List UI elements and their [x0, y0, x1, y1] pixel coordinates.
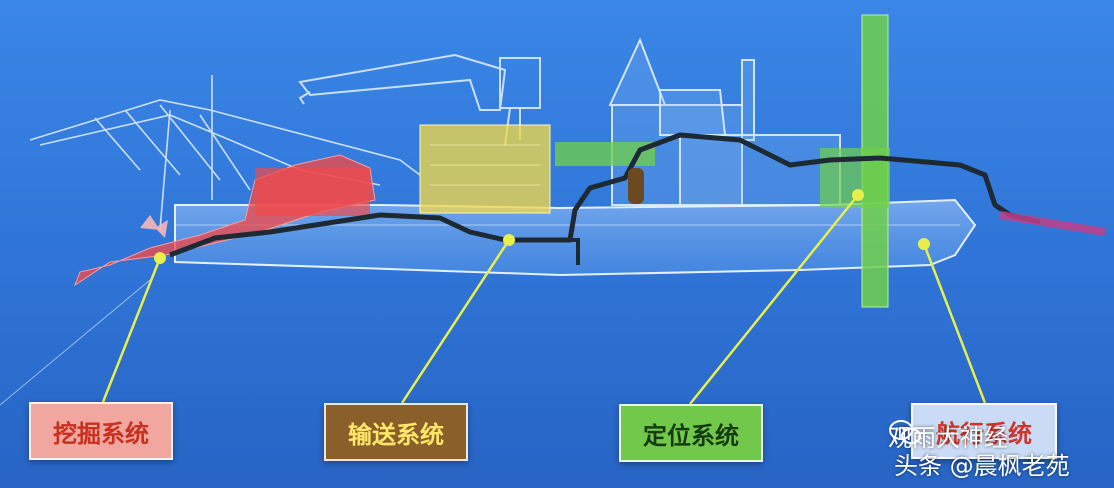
pipe-branch — [555, 238, 580, 265]
callout-lines — [101, 194, 987, 405]
ship-hull — [174, 198, 977, 277]
superstructure — [608, 37, 841, 206]
positioning-system-label: 定位系统 — [619, 404, 763, 462]
discharge-pipeline — [169, 132, 1041, 258]
watermark-account: 头条 @晨枫老苑 — [894, 452, 1070, 480]
conveying-pump-zone — [419, 124, 551, 214]
wechat-icon — [889, 420, 921, 444]
pump-unit — [628, 168, 644, 204]
excavation-system-label: 挖掘系统 — [29, 402, 173, 460]
watermark-channel: 观雨大神经 — [888, 418, 1008, 453]
cable-line — [0, 279, 151, 406]
conveying-system-label: 输送系统 — [324, 403, 468, 461]
floating-pipe — [999, 211, 1106, 236]
fourth-system-label: 航行系统 — [911, 403, 1057, 459]
ladder-frame — [29, 75, 421, 231]
